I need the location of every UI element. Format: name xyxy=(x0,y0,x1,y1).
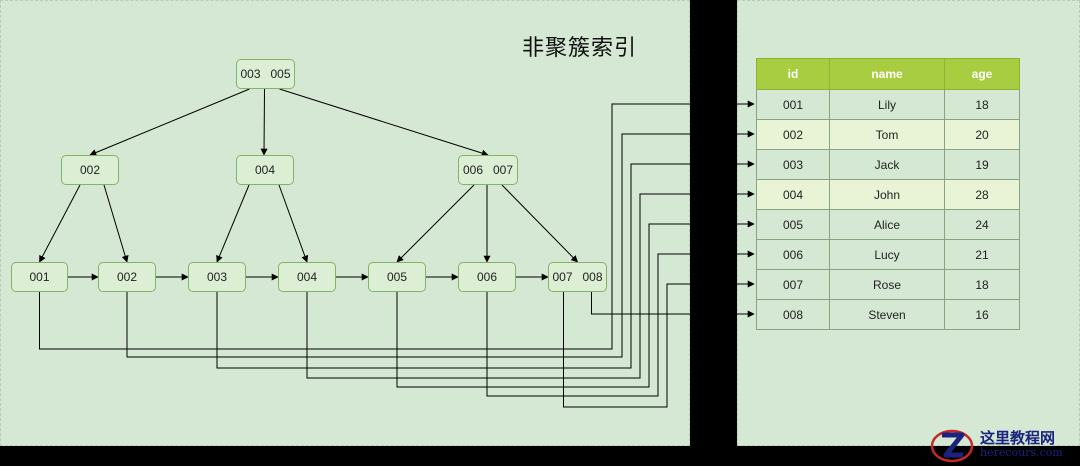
table-row: 007 Rose 18 xyxy=(756,269,1020,300)
table-row: 002 Tom 20 xyxy=(756,119,1020,150)
cell-id: 001 xyxy=(756,89,830,120)
cell-id: 005 xyxy=(756,209,830,240)
node-key: 005 xyxy=(270,67,291,81)
table-header-row: id name age xyxy=(756,58,1020,90)
tree-edge xyxy=(260,88,268,156)
tree-edge xyxy=(103,184,129,263)
watermark-name: 这里教程网 xyxy=(980,428,1056,447)
cell-id: 002 xyxy=(756,119,830,150)
leaf-node: 006 xyxy=(458,262,516,292)
cell-id: 004 xyxy=(756,179,830,210)
z-logo-icon xyxy=(930,429,974,462)
tree-edges xyxy=(39,88,578,263)
leaf-node: 004 xyxy=(278,262,336,292)
tree-edge xyxy=(39,184,81,263)
node-key: 002 xyxy=(116,270,138,284)
node-key: 006 xyxy=(462,163,483,177)
diagram-title: 非聚簇索引 xyxy=(522,36,638,61)
row-pointer xyxy=(216,160,755,369)
cell-name: Lily xyxy=(829,89,945,120)
leaf-node: 003 xyxy=(188,262,246,292)
table-row: 004 John 28 xyxy=(756,179,1020,210)
row-pointer xyxy=(126,130,755,358)
data-table: id name age 001 Lily 18 002 Tom 20 003 J… xyxy=(756,58,1020,330)
column-header-id: id xyxy=(756,58,830,90)
row-pointers xyxy=(39,100,755,408)
leaf-node: 002 xyxy=(98,262,156,292)
column-header-age: age xyxy=(944,58,1020,90)
node-key: 002 xyxy=(79,163,101,177)
row-pointer xyxy=(591,292,755,318)
tree-edge xyxy=(279,88,489,157)
cell-name: Rose xyxy=(829,269,945,300)
cell-age: 18 xyxy=(944,89,1020,120)
node-key: 008 xyxy=(582,270,603,284)
node-key: 001 xyxy=(29,270,50,284)
cell-name: Alice xyxy=(829,209,945,240)
leaf-node: 007 008 xyxy=(548,262,607,292)
node-key: 003 xyxy=(240,67,261,81)
row-pointer xyxy=(486,250,755,397)
cell-id: 003 xyxy=(756,149,830,180)
cell-name: Steven xyxy=(829,299,945,330)
cell-age: 20 xyxy=(944,119,1020,150)
node-key: 007 xyxy=(552,270,573,284)
cell-age: 24 xyxy=(944,209,1020,240)
bottom-strip xyxy=(0,446,1080,466)
tree-edge xyxy=(396,184,475,263)
cell-id: 008 xyxy=(756,299,830,330)
cell-age: 28 xyxy=(944,179,1020,210)
cell-name: Lucy xyxy=(829,239,945,270)
tree-edge xyxy=(501,184,578,263)
column-header-name: name xyxy=(829,58,945,90)
internal-node: 002 xyxy=(61,155,119,185)
node-key: 006 xyxy=(476,270,498,284)
node-key: 003 xyxy=(206,270,228,284)
tree-edge xyxy=(216,184,250,263)
row-pointer xyxy=(563,280,755,408)
table-row: 003 Jack 19 xyxy=(756,149,1020,180)
cell-name: John xyxy=(829,179,945,210)
root-node: 003 005 xyxy=(236,59,295,89)
row-pointer xyxy=(306,190,755,379)
cell-age: 18 xyxy=(944,269,1020,300)
node-key: 004 xyxy=(296,270,318,284)
table-row: 006 Lucy 21 xyxy=(756,239,1020,270)
cell-name: Jack xyxy=(829,149,945,180)
table-row: 008 Steven 16 xyxy=(756,299,1020,330)
cell-name: Tom xyxy=(829,119,945,150)
leaf-node: 005 xyxy=(368,262,426,292)
row-pointer xyxy=(39,100,755,350)
cell-id: 007 xyxy=(756,269,830,300)
row-pointer xyxy=(396,220,755,388)
cell-age: 16 xyxy=(944,299,1020,330)
internal-node: 004 xyxy=(236,155,294,185)
watermark-url: herecours.com xyxy=(980,445,1063,459)
node-key: 005 xyxy=(386,270,408,284)
connector-layer xyxy=(39,88,755,408)
watermark: 这里教程网 herecours.com xyxy=(930,423,1080,466)
internal-node: 006 007 xyxy=(458,155,518,185)
table-row: 001 Lily 18 xyxy=(756,89,1020,120)
table-row: 005 Alice 24 xyxy=(756,209,1020,240)
node-key: 004 xyxy=(254,163,276,177)
cell-id: 006 xyxy=(756,239,830,270)
cell-age: 21 xyxy=(944,239,1020,270)
cell-age: 19 xyxy=(944,149,1020,180)
leaf-node: 001 xyxy=(11,262,68,292)
tree-edge xyxy=(278,184,309,263)
tree-edge xyxy=(89,88,250,156)
node-key: 007 xyxy=(493,163,514,177)
